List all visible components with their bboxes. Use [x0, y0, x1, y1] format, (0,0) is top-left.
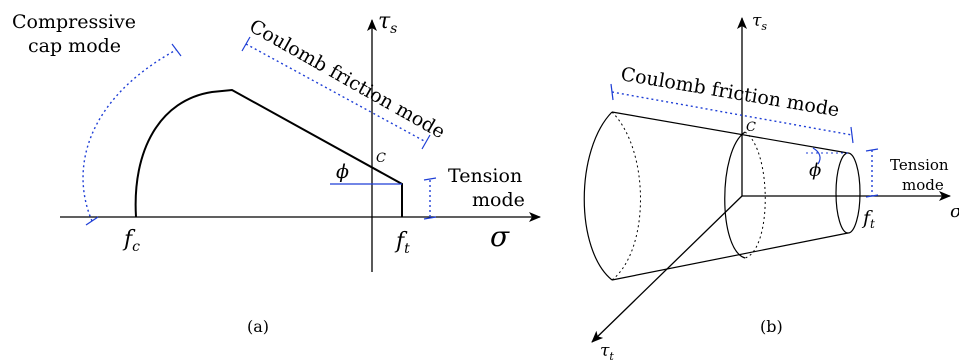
ft-label-a: ft — [394, 229, 410, 257]
coulomb-mode-line-a — [245, 43, 427, 143]
cone-top-generator — [611, 111, 849, 154]
coulomb-mode-label-a: Coulomb friction mode — [246, 15, 449, 143]
sigma-axis-label-a: σ — [490, 220, 510, 253]
tension-mode-label-a-1: Tension — [448, 165, 522, 187]
cone-base-front — [583, 111, 613, 281]
phi-arc-b — [812, 147, 821, 165]
tau-axis-label-a: τs — [378, 9, 397, 37]
caption-a: (a) — [247, 317, 269, 336]
tension-tick-top-a — [423, 177, 437, 181]
yield-surface-a — [134, 88, 403, 218]
compressive-mode-label-1: Compressive — [12, 11, 136, 33]
phi-label-a: ϕ — [336, 161, 349, 183]
coulomb-tick-end-b — [850, 126, 854, 144]
cohesion-label-a: C — [376, 151, 386, 166]
cone-bottom-generator — [611, 232, 849, 281]
tension-mode-label-b-1: Tension — [890, 156, 949, 174]
coulomb-mode-label-b: Coulomb friction mode — [619, 63, 841, 121]
cohesion-label-b: C — [746, 120, 756, 135]
cone-base-back — [611, 111, 641, 281]
panel-a: Compressive cap mode Coulomb friction mo… — [12, 9, 541, 336]
panel-b: Coulomb friction mode Tension mode τs σ … — [583, 11, 959, 362]
tau-t-axis-label: τt — [600, 341, 614, 362]
coulomb-tick-start-b — [610, 83, 614, 101]
compressive-arc-tick-end — [171, 43, 182, 57]
tau-t-axis — [591, 195, 743, 343]
fc-label: fc — [122, 227, 140, 255]
phi-label-b: ϕ — [809, 160, 821, 181]
tension-tick-bottom-b — [865, 194, 879, 198]
coulomb-tick-start-a — [241, 36, 251, 52]
cone-tip — [835, 152, 861, 234]
cone-mid-back — [744, 131, 766, 259]
tension-tick-bottom-a — [423, 216, 437, 220]
coulomb-mode-line-b — [611, 91, 853, 136]
cone-surface — [583, 111, 861, 281]
compressive-mode-arc — [82, 49, 177, 222]
compressive-arc-tick-start — [85, 216, 99, 226]
tension-mode-label-b-2: mode — [902, 176, 944, 194]
ft-label-b: ft — [861, 207, 875, 231]
caption-b: (b) — [760, 317, 783, 336]
cone-mid-front — [724, 131, 746, 259]
tension-mode-label-a-2: mode — [472, 189, 525, 211]
sigma-axis-label-b: σ — [950, 201, 959, 222]
tension-tick-top-b — [865, 148, 879, 152]
tau-s-axis-label: τs — [752, 11, 767, 33]
compressive-mode-label-2: cap mode — [28, 35, 121, 57]
coulomb-tick-end-a — [421, 134, 431, 150]
